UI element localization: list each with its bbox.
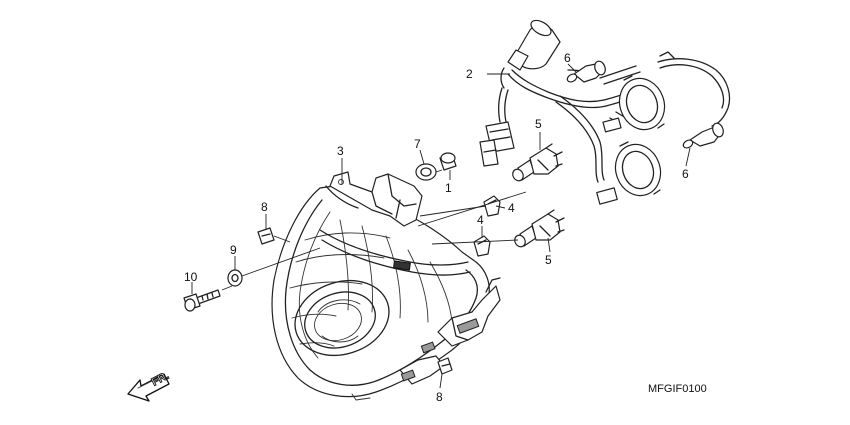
socket-lower-ring (596, 141, 662, 205)
collar (439, 152, 457, 171)
fr-direction-arrow-icon (127, 373, 170, 402)
clip-nut-left (257, 227, 275, 245)
callout-labels: 2 3 7 1 4 4 5 5 6 6 8 8 9 10 (184, 51, 689, 404)
headlight-bulb-upper (512, 143, 563, 182)
callout-4-upper: 4 (508, 201, 515, 215)
callout-5-upper: 5 (535, 117, 542, 131)
washer (227, 269, 243, 287)
headlight-bulb-lower (514, 209, 565, 248)
grommet (415, 163, 437, 181)
headlight-unit (271, 171, 501, 401)
callout-8-left: 8 (261, 200, 268, 214)
diagram-code: MFGIF0100 (648, 383, 707, 395)
front-direction-indicator: FR. (127, 369, 172, 402)
callout-4-lower: 4 (477, 213, 484, 227)
position-bulb-upper (566, 60, 606, 83)
wire-harness (479, 19, 731, 183)
callout-1: 1 (445, 181, 452, 195)
socket-upper-ring (602, 75, 666, 133)
assembly-lines (221, 169, 527, 291)
callout-leaders (191, 63, 691, 389)
bulb-clip-lower (473, 235, 491, 257)
fr-label: FR. (150, 370, 171, 389)
callout-2: 2 (466, 67, 473, 81)
callout-6-right: 6 (682, 167, 689, 181)
callout-7: 7 (414, 137, 421, 151)
callout-8-bottom: 8 (436, 390, 443, 404)
callout-5-lower: 5 (545, 253, 552, 267)
callout-10: 10 (184, 270, 198, 284)
callout-6-upper: 6 (564, 51, 571, 65)
position-bulb-right (682, 122, 724, 149)
clip-nut-bottom (437, 357, 453, 375)
flange-bolt (183, 289, 221, 312)
callout-3: 3 (337, 144, 344, 158)
callout-9: 9 (230, 243, 237, 257)
